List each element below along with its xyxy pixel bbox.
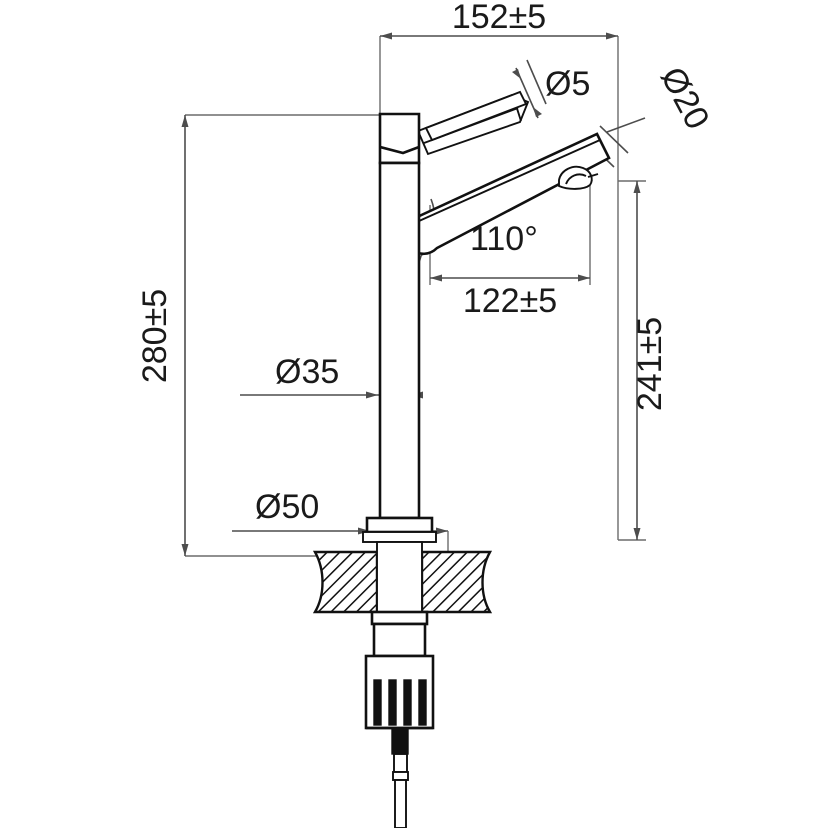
- body-column: [378, 161, 421, 520]
- aerator-nozzle: [558, 165, 599, 190]
- dim-d35-label: Ø35: [275, 353, 339, 391]
- dim-241-group: [618, 180, 646, 541]
- supply-hose: [391, 727, 409, 828]
- aerator-rod: [424, 90, 528, 142]
- dim-280-label: 280±5: [136, 289, 174, 383]
- dim-d20-label: Ø20: [653, 61, 717, 136]
- countertop-section: [312, 541, 493, 621]
- dim-152-label: 152±5: [452, 0, 546, 36]
- dim-110-label: 110°: [470, 220, 538, 258]
- faucet-geometry: [312, 90, 611, 828]
- dim-d5-label: Ø5: [545, 65, 590, 103]
- mounting-nut: [364, 654, 435, 730]
- base-flange: [362, 516, 437, 543]
- dim-122-label: 122±5: [463, 282, 557, 320]
- dimension-network: [181, 32, 646, 557]
- dim-d5-group: [512, 59, 547, 119]
- shank: [370, 610, 429, 658]
- dim-d50-label: Ø50: [255, 488, 319, 526]
- handle-base: [378, 112, 421, 165]
- dimension-labels: 152±5 Ø5 Ø20 280±5 241±5 110° 122±5 Ø35 …: [136, 0, 717, 526]
- dim-241-label: 241±5: [631, 317, 669, 411]
